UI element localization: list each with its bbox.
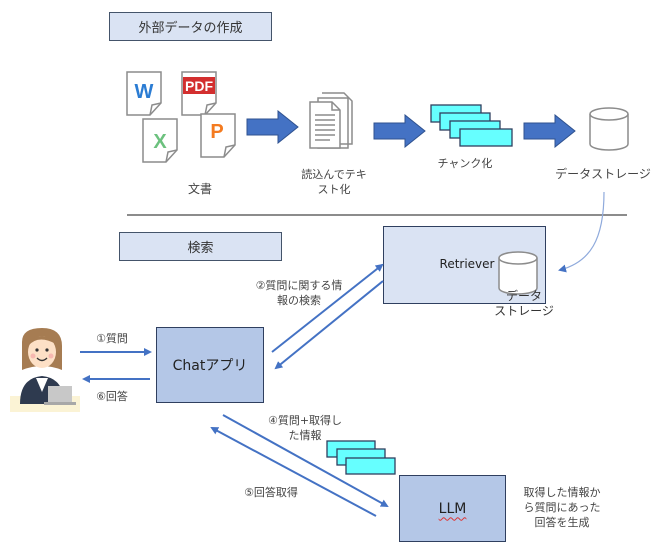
word-letter: W: [135, 81, 154, 103]
word-document-icon: W: [126, 71, 162, 116]
retriever-label: Retriever: [439, 257, 495, 271]
chunk-stack-icon: [430, 104, 513, 147]
pdf-document-icon: PDF: [181, 71, 217, 116]
section-search-text: 検索: [187, 241, 214, 256]
step5-arrow: [210, 427, 377, 517]
retriever-storage-icon: [498, 251, 538, 295]
step1-label: ①質問: [96, 332, 128, 345]
excel-letter: X: [153, 131, 167, 153]
retriever-return-arrow: [274, 280, 384, 370]
section-divider: [127, 214, 627, 216]
info-chunk-icon: [326, 440, 396, 475]
chunk-label: チャンク化: [437, 157, 493, 170]
ppt-letter: P: [210, 121, 223, 143]
pdf-letter: PDF: [185, 78, 213, 94]
excel-document-icon: X: [142, 118, 178, 163]
step6-label: ⑥回答: [96, 390, 128, 403]
powerpoint-document-icon: P: [200, 113, 236, 158]
llm-node: LLM: [399, 475, 506, 542]
llm-description: 取得した情報か ら質問にあった 回答を生成: [523, 486, 601, 529]
chat-app-label: Chatアプリ: [172, 358, 248, 374]
chat-app-node: Chatアプリ: [156, 327, 264, 403]
storage-to-retriever-arrow: [558, 191, 605, 273]
section-create-text: 外部データの作成: [138, 21, 243, 36]
step4-arrow: [222, 414, 389, 507]
user-avatar-icon: [10, 328, 80, 412]
block-arrow-1: [246, 110, 299, 144]
storage-cylinder-icon: [589, 107, 629, 151]
step4-label: ④質問+取得し た情報: [267, 414, 343, 442]
documents-label: 文書: [187, 182, 212, 196]
step2-label: ②質問に関する情 報の検索: [255, 279, 343, 307]
llm-label: LLM: [438, 500, 467, 517]
section-search-label: 検索: [119, 232, 282, 261]
text-document-icon: [309, 92, 353, 149]
block-arrow-2: [373, 114, 426, 148]
section-create-label: 外部データの作成: [109, 12, 272, 41]
block-arrow-3: [523, 114, 576, 148]
retriever-storage-label: データ ストレージ: [494, 289, 554, 318]
step2-arrow: [271, 263, 384, 353]
text-document-label: 読込んでテキ スト化: [301, 168, 367, 196]
step5-label: ⑤回答取得: [244, 486, 298, 499]
storage-label: データストレージ: [555, 167, 651, 181]
